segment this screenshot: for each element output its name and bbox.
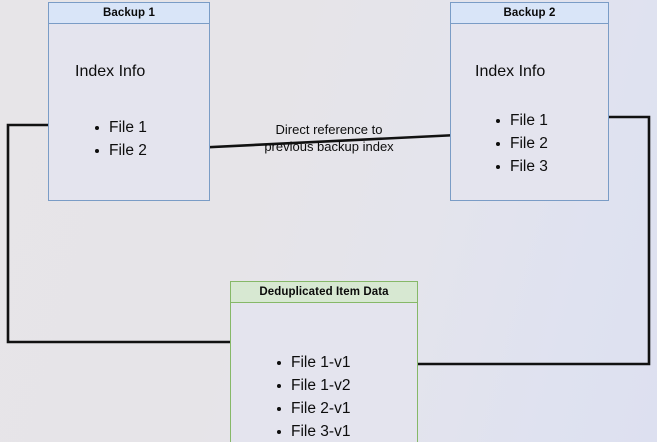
dedup-header: Deduplicated Item Data	[231, 282, 417, 303]
backup1-item-list: File 1 File 2	[94, 116, 147, 162]
dedup-item-list: File 1-v1 File 1-v2 File 2-v1 File 3-v1	[276, 351, 350, 442]
backup1-header: Backup 1	[49, 3, 209, 24]
backup2-item-list: File 1 File 2 File 3	[495, 109, 548, 178]
list-item: File 2	[94, 139, 147, 162]
backup1-section-title: Index Info	[75, 63, 146, 80]
backup2-section-title: Index Info	[475, 63, 546, 80]
list-item: File 1-v2	[276, 374, 350, 397]
caption-line-1: Direct reference to	[275, 122, 383, 137]
backup2-header: Backup 2	[451, 3, 608, 24]
deduplicated-item-data-box[interactable]: Deduplicated Item Data File 1-v1 File 1-…	[230, 281, 418, 442]
list-item: File 1	[94, 116, 147, 139]
backup1-box[interactable]: Backup 1 Index Info File 1 File 2	[48, 2, 210, 201]
backup2-box[interactable]: Backup 2 Index Info File 1 File 2 File 3	[450, 2, 609, 201]
list-item: File 1-v1	[276, 351, 350, 374]
list-item: File 3	[495, 155, 548, 178]
list-item: File 3-v1	[276, 420, 350, 442]
list-item: File 1	[495, 109, 548, 132]
caption-line-2: previous backup index	[264, 139, 394, 154]
list-item: File 2	[495, 132, 548, 155]
list-item: File 2-v1	[276, 397, 350, 420]
direct-reference-caption: Direct reference to previous backup inde…	[246, 121, 412, 155]
